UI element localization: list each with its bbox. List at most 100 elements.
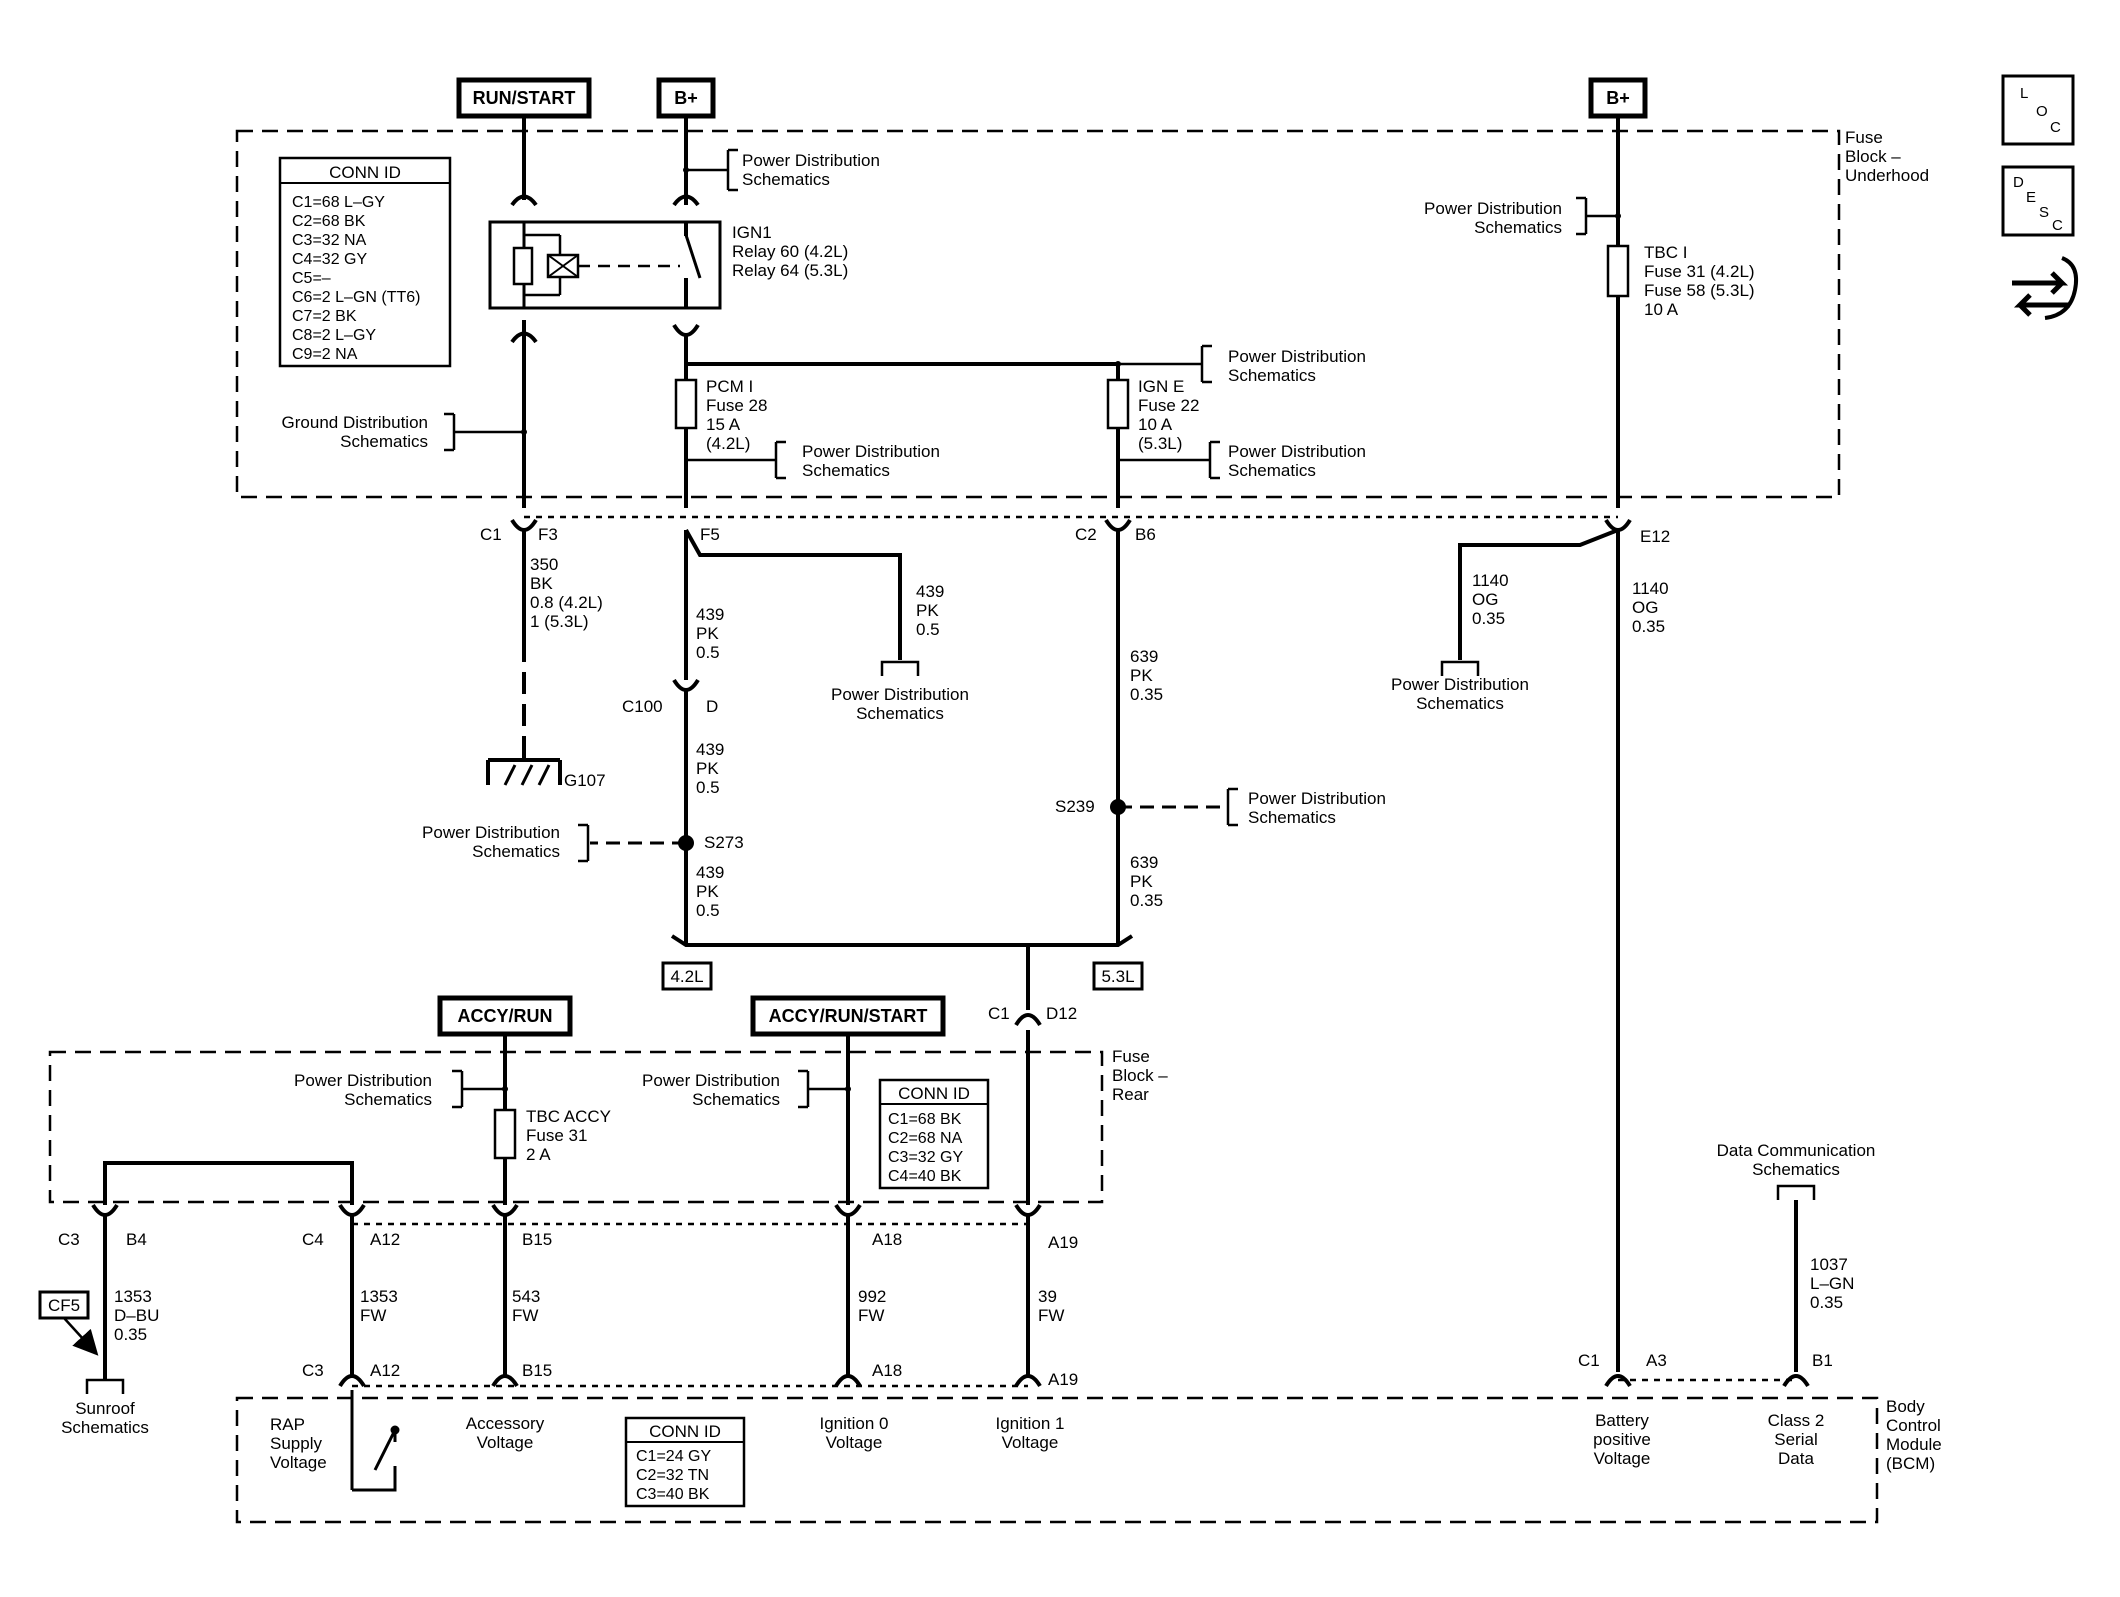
svg-text:OG: OG bbox=[1632, 598, 1658, 617]
svg-text:Data Communication: Data Communication bbox=[1717, 1141, 1876, 1160]
svg-text:(4.2L): (4.2L) bbox=[706, 434, 750, 453]
svg-text:B+: B+ bbox=[1606, 88, 1630, 108]
svg-text:0.5: 0.5 bbox=[696, 901, 720, 920]
svg-text:Underhood: Underhood bbox=[1845, 166, 1929, 185]
svg-text:Schematics: Schematics bbox=[1248, 808, 1336, 827]
wire-1037-label: 1037 L–GN 0.35 bbox=[1810, 1255, 1854, 1312]
svg-text:F3: F3 bbox=[538, 525, 558, 544]
svg-text:PK: PK bbox=[1130, 872, 1153, 891]
svg-text:Relay 60 (4.2L): Relay 60 (4.2L) bbox=[732, 242, 848, 261]
svg-text:CONN ID: CONN ID bbox=[649, 1422, 721, 1441]
svg-text:CF5: CF5 bbox=[48, 1296, 80, 1315]
svg-text:PK: PK bbox=[1130, 666, 1153, 685]
svg-text:C3: C3 bbox=[58, 1230, 80, 1249]
svg-text:1140: 1140 bbox=[1632, 579, 1669, 598]
description-icon[interactable]: D E S C bbox=[2001, 165, 2075, 237]
svg-text:BK: BK bbox=[530, 574, 553, 593]
wire-1140-label-branch: 1140 OG 0.35 bbox=[1472, 571, 1509, 628]
svg-text:Schematics: Schematics bbox=[742, 170, 830, 189]
svg-text:ACCY/RUN: ACCY/RUN bbox=[457, 1006, 552, 1026]
svg-text:O: O bbox=[2036, 103, 2048, 120]
ref-power-distribution-3: Power Distribution Schematics bbox=[1200, 344, 1366, 385]
bcm-class2-label: Class 2 Serial Data bbox=[1768, 1411, 1825, 1468]
svg-text:39: 39 bbox=[1038, 1287, 1057, 1306]
fuse-block-underhood-boundary bbox=[235, 129, 1841, 499]
svg-text:Power Distribution: Power Distribution bbox=[1228, 347, 1366, 366]
svg-text:FW: FW bbox=[1038, 1306, 1064, 1325]
option-53l: 5.3L bbox=[1092, 961, 1144, 991]
svg-text:Serial: Serial bbox=[1774, 1430, 1817, 1449]
svg-text:(BCM): (BCM) bbox=[1886, 1454, 1935, 1473]
ref-power-distribution-6: Power Distribution Schematics bbox=[831, 660, 969, 723]
svg-text:S273: S273 bbox=[704, 833, 744, 852]
svg-text:B1: B1 bbox=[1812, 1351, 1833, 1370]
ref-power-distribution-5: Power Distribution Schematics bbox=[1424, 196, 1621, 237]
svg-text:Class 2: Class 2 bbox=[1768, 1411, 1825, 1430]
svg-text:C2=32 TN: C2=32 TN bbox=[636, 1467, 709, 1484]
bcm-accessory-label: Accessory Voltage bbox=[466, 1414, 545, 1452]
svg-text:S239: S239 bbox=[1055, 797, 1095, 816]
svg-text:C3=40 BK: C3=40 BK bbox=[636, 1486, 710, 1503]
navigation-arrows-icon[interactable] bbox=[2012, 256, 2079, 320]
svg-text:C1=24 GY: C1=24 GY bbox=[636, 1448, 711, 1465]
svg-text:4.2L: 4.2L bbox=[670, 967, 703, 986]
svg-text:FW: FW bbox=[360, 1306, 386, 1325]
svg-text:C1=68 BK: C1=68 BK bbox=[888, 1111, 962, 1128]
svg-text:E: E bbox=[2026, 189, 2036, 206]
svg-text:1 (5.3L): 1 (5.3L) bbox=[530, 612, 589, 631]
f5-branch bbox=[684, 529, 902, 660]
svg-text:Voltage: Voltage bbox=[826, 1433, 883, 1452]
svg-text:Schematics: Schematics bbox=[802, 461, 890, 480]
svg-text:OG: OG bbox=[1472, 590, 1498, 609]
svg-text:Schematics: Schematics bbox=[472, 842, 560, 861]
svg-text:439: 439 bbox=[916, 582, 944, 601]
wire-439-label-1: 439 PK 0.5 bbox=[696, 605, 724, 662]
bcm-rap-label: RAP Supply Voltage bbox=[270, 1415, 327, 1472]
svg-text:0.35: 0.35 bbox=[1632, 617, 1665, 636]
ref-power-distribution-1: Power Distribution Schematics bbox=[726, 148, 880, 192]
svg-text:5.3L: 5.3L bbox=[1101, 967, 1134, 986]
location-icon[interactable]: L O C bbox=[2001, 74, 2075, 146]
svg-text:639: 639 bbox=[1130, 647, 1158, 666]
svg-text:D–BU: D–BU bbox=[114, 1306, 159, 1325]
svg-text:439: 439 bbox=[696, 605, 724, 624]
svg-text:Voltage: Voltage bbox=[270, 1453, 327, 1472]
svg-text:Relay 64 (5.3L): Relay 64 (5.3L) bbox=[732, 261, 848, 280]
svg-text:Accessory: Accessory bbox=[466, 1414, 545, 1433]
svg-text:Schematics: Schematics bbox=[856, 704, 944, 723]
svg-text:L: L bbox=[2020, 85, 2028, 102]
rap-jumper bbox=[103, 1161, 354, 1380]
svg-text:0.8 (4.2L): 0.8 (4.2L) bbox=[530, 593, 603, 612]
conn-id-table-underhood: CONN ID C1=68 L–GY C2=68 BK C3=32 NA C4=… bbox=[278, 156, 452, 368]
svg-text:PK: PK bbox=[696, 759, 719, 778]
svg-text:Schematics: Schematics bbox=[340, 432, 428, 451]
e12-branch bbox=[1458, 528, 1619, 660]
svg-text:Power Distribution: Power Distribution bbox=[642, 1071, 780, 1090]
ref-sunroof: Sunroof Schematics bbox=[61, 1378, 149, 1437]
svg-text:Ground Distribution: Ground Distribution bbox=[282, 413, 428, 432]
svg-text:Ignition 0: Ignition 0 bbox=[820, 1414, 889, 1433]
svg-text:Schematics: Schematics bbox=[61, 1418, 149, 1437]
fuse-pcm-i: PCM I Fuse 28 15 A (4.2L) bbox=[674, 377, 767, 453]
svg-text:1353: 1353 bbox=[360, 1287, 398, 1306]
ref-power-distribution-7: Power Distribution Schematics bbox=[422, 823, 590, 863]
cf5-callout[interactable]: CF5 bbox=[38, 1290, 99, 1356]
svg-text:Schematics: Schematics bbox=[344, 1090, 432, 1109]
svg-text:C9=2 NA: C9=2 NA bbox=[292, 346, 358, 363]
svg-text:Fuse: Fuse bbox=[1845, 128, 1883, 147]
svg-text:10 A: 10 A bbox=[1644, 300, 1679, 319]
bcm-label: Body Control Module (BCM) bbox=[1886, 1397, 1942, 1473]
fuse-block-rear-label: Fuse Block – Rear bbox=[1112, 1047, 1168, 1104]
svg-text:Data: Data bbox=[1778, 1449, 1814, 1468]
svg-text:1037: 1037 bbox=[1810, 1255, 1848, 1274]
svg-text:C4=32 GY: C4=32 GY bbox=[292, 251, 367, 268]
svg-text:Fuse 31 (4.2L): Fuse 31 (4.2L) bbox=[1644, 262, 1755, 281]
svg-text:ACCY/RUN/START: ACCY/RUN/START bbox=[769, 1006, 928, 1026]
c100-connector bbox=[672, 530, 700, 935]
run-start-source: RUN/START bbox=[456, 77, 592, 119]
conn-id-table-rear: CONN ID C1=68 BK C2=68 NA C3=32 GY C4=40… bbox=[878, 1078, 990, 1190]
svg-text:Schematics: Schematics bbox=[1474, 218, 1562, 237]
accy-run-source: ACCY/RUN bbox=[437, 995, 573, 1037]
svg-text:D12: D12 bbox=[1046, 1004, 1077, 1023]
